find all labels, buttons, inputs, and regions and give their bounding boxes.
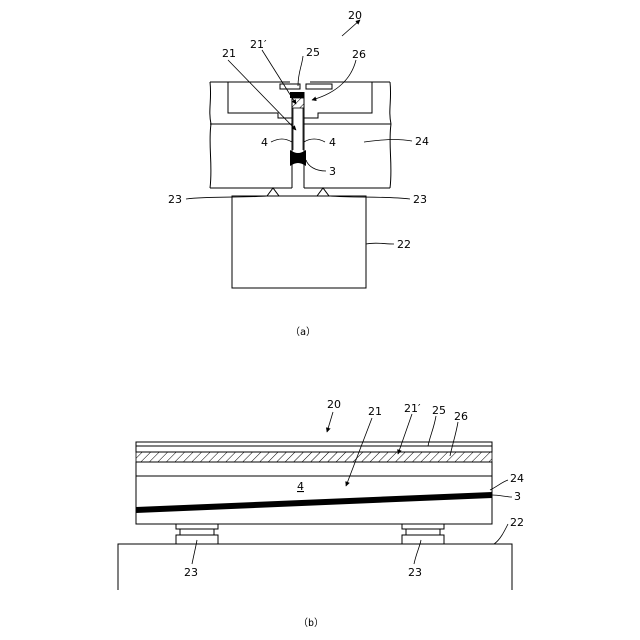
label-24: 24 bbox=[510, 472, 524, 485]
label-23-left: 23 bbox=[184, 566, 198, 579]
spacer-23-left bbox=[267, 188, 279, 196]
label-25: 25 bbox=[432, 404, 446, 417]
label-21-prime: 21′ bbox=[250, 38, 267, 51]
label-21-prime: 21′ bbox=[404, 402, 421, 415]
figure-a: 20 21 21′ 25 26 4 4 24 3 23 23 22 （a） bbox=[168, 9, 429, 338]
label-21: 21 bbox=[222, 47, 236, 60]
spacer-23-right bbox=[317, 188, 329, 196]
caption-a: （a） bbox=[290, 326, 316, 338]
label-24: 24 bbox=[415, 135, 429, 148]
sealant-3 bbox=[290, 150, 306, 166]
label-23-left: 23 bbox=[168, 193, 182, 206]
label-22: 22 bbox=[397, 238, 411, 251]
label-26: 26 bbox=[352, 48, 366, 61]
label-25: 25 bbox=[306, 46, 320, 59]
hatched-layer-26 bbox=[292, 98, 304, 108]
label-3: 3 bbox=[514, 490, 521, 503]
layer-21-prime bbox=[136, 462, 492, 476]
caption-b: （b） bbox=[298, 617, 324, 629]
spacer-23-right bbox=[402, 524, 444, 544]
label-4: 4 bbox=[297, 480, 304, 493]
label-4-right: 4 bbox=[329, 136, 336, 149]
sealant-3 bbox=[136, 492, 492, 513]
label-20: 20 bbox=[348, 9, 362, 22]
label-20: 20 bbox=[327, 398, 341, 411]
figure-b: 20 21 21′ 25 26 4 24 3 22 23 23 （b） bbox=[118, 398, 524, 629]
hatched-layer-26 bbox=[136, 452, 492, 462]
label-21: 21 bbox=[368, 405, 382, 418]
base-22 bbox=[118, 544, 512, 590]
label-22: 22 bbox=[510, 516, 524, 529]
label-4-left: 4 bbox=[261, 136, 268, 149]
layer-25 bbox=[136, 442, 492, 446]
label-26: 26 bbox=[454, 410, 468, 423]
base-22 bbox=[232, 196, 366, 288]
label-3: 3 bbox=[329, 165, 336, 178]
label-23-right: 23 bbox=[408, 566, 422, 579]
label-23-right: 23 bbox=[413, 193, 427, 206]
